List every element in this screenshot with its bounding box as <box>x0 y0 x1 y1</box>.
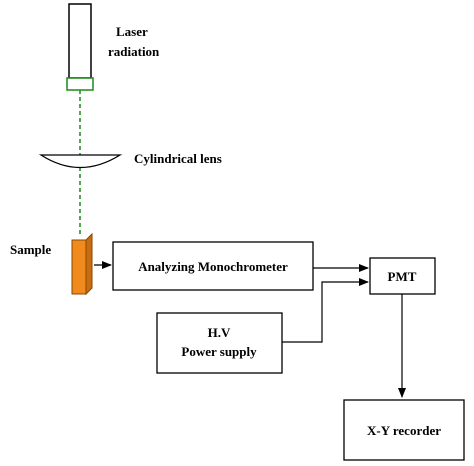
hv-power-supply-box <box>156 312 283 374</box>
laser-label-line2: radiation <box>108 44 160 59</box>
recorder-label: X-Y recorder <box>367 423 441 438</box>
pmt-box <box>369 257 436 295</box>
lens-label: Cylindrical lens <box>134 151 222 166</box>
sample-cell <box>71 239 87 295</box>
connector-hv-to-pmt <box>282 278 369 343</box>
laser-label-line1: Laser <box>116 24 148 39</box>
sample-label: Sample <box>10 242 51 257</box>
monochromator-box <box>112 241 314 291</box>
xy-recorder-box <box>343 399 465 461</box>
monochromator-label: Analyzing Monochrometer <box>138 259 288 274</box>
sample-side-face <box>85 232 93 296</box>
laser-aperture <box>66 77 94 91</box>
laser-tube <box>68 3 92 79</box>
hv-label-line2: Power supply <box>181 344 257 359</box>
cylindrical-lens <box>38 154 123 169</box>
hv-label-line1: H.V <box>208 325 231 340</box>
pmt-label: PMT <box>388 269 417 284</box>
